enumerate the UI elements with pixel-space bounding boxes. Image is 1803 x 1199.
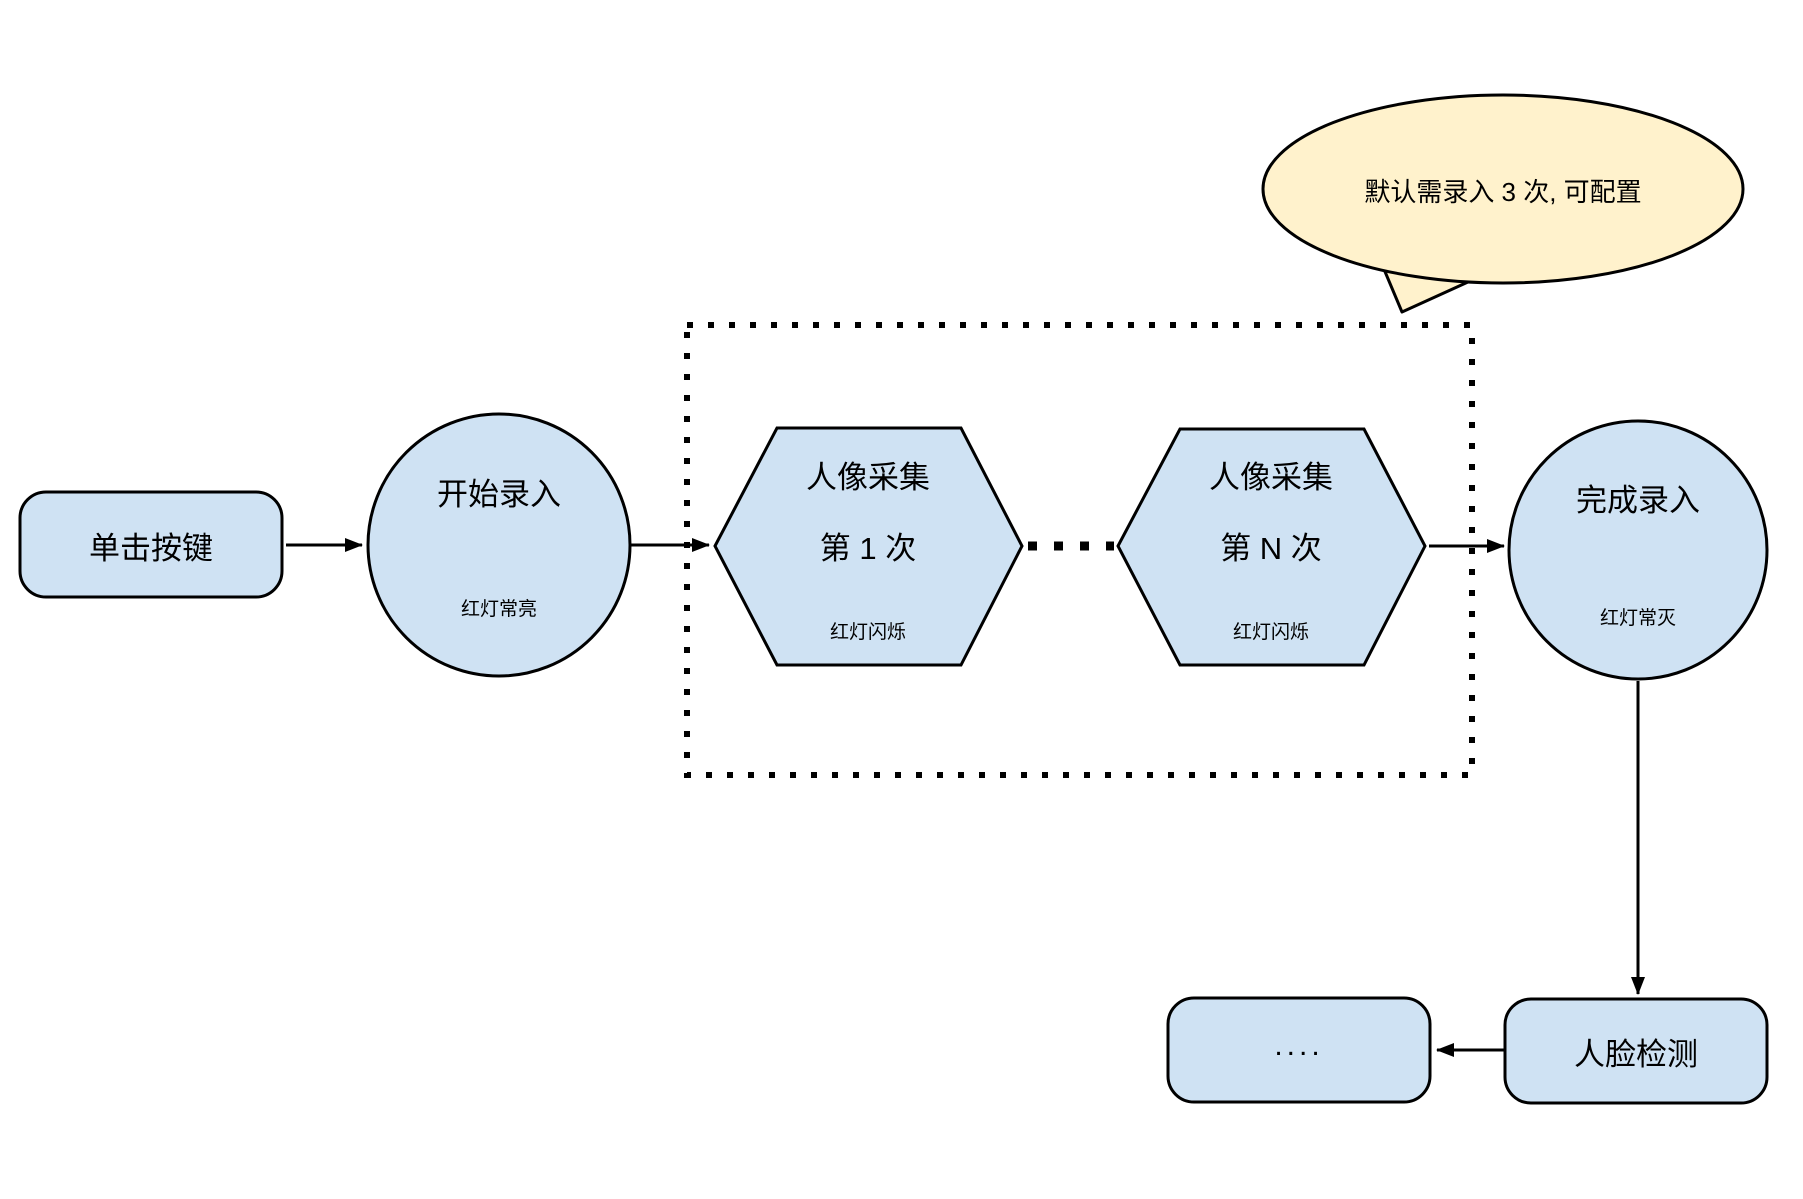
node-click-button-shape: [18, 490, 284, 599]
node-capture-nth-subtitle: 红灯闪烁: [1232, 621, 1309, 643]
node-click-button-label: 单击按键: [89, 530, 213, 566]
speech-bubble-ellipse: [1261, 93, 1745, 285]
node-capture-first-line1: 人像采集: [806, 459, 930, 495]
node-capture-nth-line1: 人像采集: [1209, 459, 1333, 495]
node-finish-enroll-shape: [1507, 419, 1769, 681]
node-finish-enroll-title: 完成录入: [1576, 482, 1700, 518]
loop-dotted-container: [684, 322, 1475, 778]
node-more-steps-shape: [1166, 996, 1432, 1104]
node-face-detect-label: 人脸检测: [1574, 1036, 1698, 1072]
node-capture-nth-shape: [1116, 427, 1427, 667]
node-more-steps-label: ....: [1274, 1029, 1324, 1062]
node-capture-first-shape: [713, 426, 1024, 667]
node-start-enroll-shape: [366, 412, 632, 678]
node-capture-nth-line2: 第 N 次: [1220, 530, 1322, 566]
speech-bubble-text: 默认需录入 3 次, 可配置: [1364, 176, 1642, 207]
node-start-enroll-title: 开始录入: [437, 476, 561, 512]
node-finish-enroll-subtitle: 红灯常灭: [1599, 607, 1676, 629]
node-capture-first-subtitle: 红灯闪烁: [829, 621, 906, 643]
node-capture-first-line2: 第 1 次: [819, 530, 917, 566]
node-start-enroll-subtitle: 红灯常亮: [460, 598, 537, 620]
